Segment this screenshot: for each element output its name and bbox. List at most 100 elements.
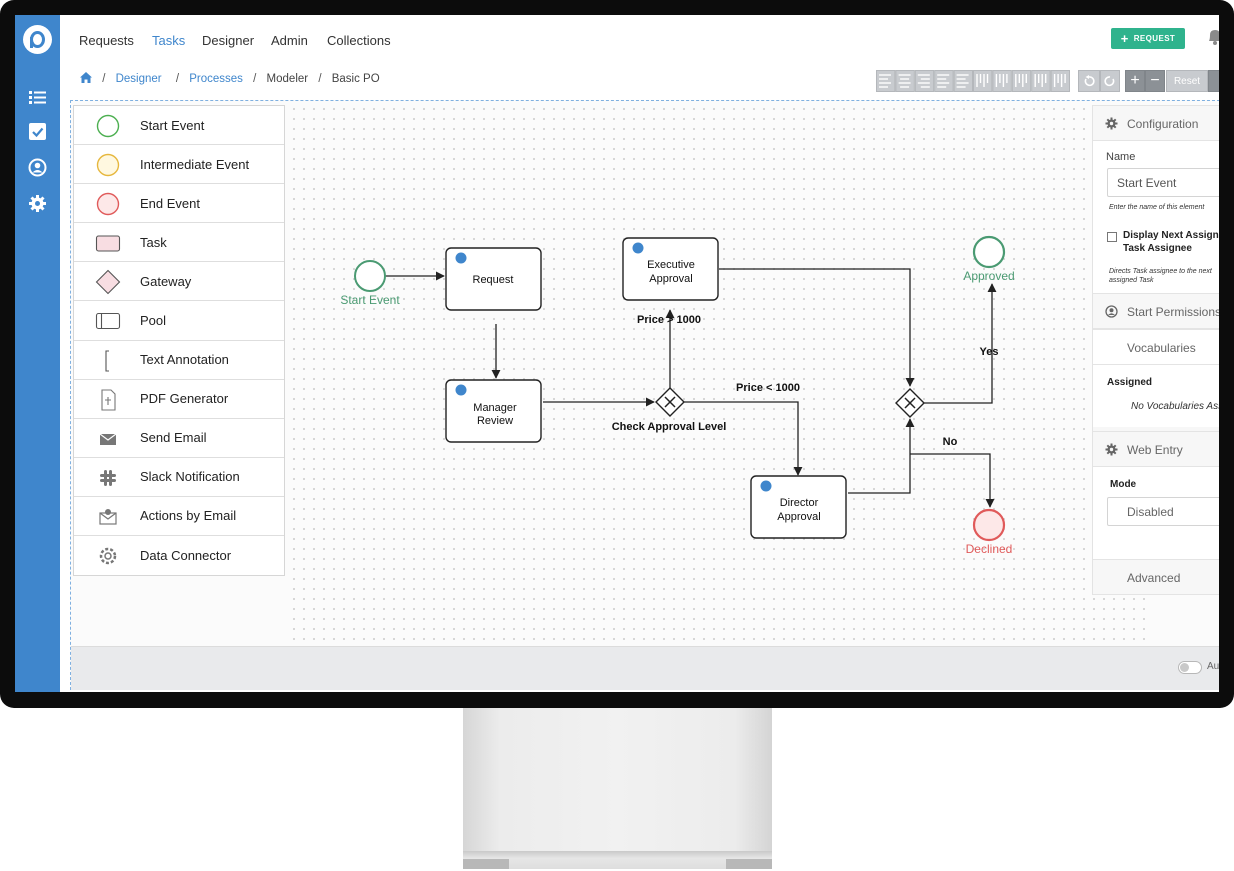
flow-gateway-to-director[interactable] xyxy=(684,401,803,476)
zoom-out-button[interactable]: − xyxy=(1145,70,1165,92)
gear-icon xyxy=(1105,443,1118,456)
gateway-x-icon xyxy=(664,396,676,408)
toolbar-overflow[interactable] xyxy=(1208,70,1219,92)
gateway-x-icon xyxy=(904,397,916,409)
executive-approval-task[interactable] xyxy=(622,237,719,301)
new-request-button[interactable]: + REQUEST xyxy=(1111,28,1185,49)
nav-designer[interactable]: Designer xyxy=(202,33,255,48)
email-action-icon xyxy=(99,508,117,525)
plus-icon: + xyxy=(1120,31,1129,46)
executive-label-1: Executive xyxy=(647,259,695,271)
palette-send-email[interactable]: Send Email xyxy=(74,419,284,458)
breadcrumb-designer[interactable]: Designer xyxy=(115,73,162,85)
align-button[interactable] xyxy=(934,70,954,92)
palette-actions-by-email[interactable]: Actions by Email xyxy=(74,497,284,537)
palette-end-event[interactable]: End Event xyxy=(74,184,284,224)
no-vocabularies-text: No Vocabularies Assigned xyxy=(1131,401,1219,412)
nav-requests[interactable]: Requests xyxy=(79,33,134,48)
palette-data-connector[interactable]: Data Connector xyxy=(74,536,284,575)
advanced-header[interactable]: Advanced xyxy=(1093,559,1219,595)
palette-intermediate-event[interactable]: Intermediate Event xyxy=(74,145,284,185)
flow-no-to-declined[interactable] xyxy=(910,453,995,508)
palette-start-event[interactable]: Start Event xyxy=(74,106,284,146)
web-entry-header[interactable]: Web Entry xyxy=(1093,431,1219,467)
nav-admin[interactable]: Admin xyxy=(271,33,308,48)
list-icon[interactable] xyxy=(27,87,48,108)
breadcrumb: / Designer / Processes / Modeler / Basic… xyxy=(80,72,380,85)
align-button[interactable] xyxy=(914,70,935,92)
zoom-in-button[interactable]: + xyxy=(1125,70,1145,92)
undo-icon xyxy=(1084,75,1095,87)
palette-pdf-generator[interactable]: PDF Generator xyxy=(74,380,284,419)
start-event-icon xyxy=(96,114,120,138)
side-rail xyxy=(15,15,60,692)
palette-slack-notification[interactable]: Slack Notification xyxy=(74,458,284,497)
align-button[interactable] xyxy=(973,70,993,92)
modeler-footer xyxy=(71,646,1219,690)
monitor-stand xyxy=(463,708,772,851)
assigned-label: Assigned xyxy=(1107,377,1153,388)
flow-director-to-join[interactable] xyxy=(848,418,915,494)
palette-task[interactable]: Task xyxy=(74,223,284,263)
palette-label: Intermediate Event xyxy=(140,156,250,172)
bell-icon[interactable] xyxy=(1207,27,1219,47)
palette-label: Actions by Email xyxy=(140,508,237,524)
palette-text-annotation[interactable]: Text Annotation xyxy=(74,341,284,380)
align-tools[interactable] xyxy=(876,70,1070,92)
palette-label: Data Connector xyxy=(140,548,232,564)
undo-button[interactable] xyxy=(1078,70,1100,92)
flow-label-gt-1000: Price > 1000 xyxy=(637,314,701,326)
task-check-icon[interactable] xyxy=(27,121,48,142)
display-assignee-label-2: Task Assignee xyxy=(1123,243,1192,254)
monitor-frame: Requests Tasks Designer Admin Collection… xyxy=(0,0,1234,708)
align-button[interactable] xyxy=(1011,70,1032,92)
declined-end-event[interactable] xyxy=(972,508,1006,542)
palette-label: PDF Generator xyxy=(140,391,229,407)
name-field[interactable]: Start Event xyxy=(1107,168,1219,197)
flow-label-no: No xyxy=(943,436,958,448)
intermediate-event-icon xyxy=(96,153,120,177)
gateway-label: Check Approval Level xyxy=(612,421,727,433)
align-button[interactable] xyxy=(953,70,973,92)
home-icon[interactable] xyxy=(80,72,92,83)
palette-pool[interactable]: Pool xyxy=(74,301,284,341)
flow-executive-to-join[interactable] xyxy=(719,268,915,387)
approved-end-event[interactable] xyxy=(972,235,1006,269)
gear-icon[interactable] xyxy=(27,193,48,214)
nav-tasks[interactable]: Tasks xyxy=(152,33,186,48)
palette-label: Start Event xyxy=(140,117,205,133)
director-approval-task[interactable] xyxy=(750,475,847,539)
processmaker-logo[interactable] xyxy=(23,25,52,54)
configuration-header[interactable]: Configuration xyxy=(1093,105,1219,141)
align-button[interactable] xyxy=(992,70,1012,92)
vocabularies-header[interactable]: Vocabularies xyxy=(1093,329,1219,365)
start-permissions-header[interactable]: Start Permissions xyxy=(1093,293,1219,329)
element-palette: Start Event Intermediate Event End Event… xyxy=(73,105,285,577)
user-circle-icon[interactable] xyxy=(27,157,48,178)
reset-zoom-button[interactable]: Reset xyxy=(1166,70,1208,92)
envelope-icon xyxy=(99,433,117,445)
autosave-toggle[interactable] xyxy=(1178,661,1202,674)
palette-label: Slack Notification xyxy=(140,469,240,485)
redo-button[interactable] xyxy=(1100,70,1120,92)
canvas-grid[interactable] xyxy=(289,104,1149,644)
display-assignee-checkbox[interactable] xyxy=(1107,232,1117,242)
align-button[interactable] xyxy=(1050,70,1070,92)
align-button[interactable] xyxy=(876,70,896,92)
nav-collections[interactable]: Collections xyxy=(327,33,391,48)
request-task[interactable] xyxy=(445,247,542,311)
align-button[interactable] xyxy=(895,70,915,92)
align-button[interactable] xyxy=(1031,70,1051,92)
breadcrumb-processes[interactable]: Processes xyxy=(189,73,243,85)
palette-label: Gateway xyxy=(140,273,192,289)
user-task-icon xyxy=(455,252,467,264)
start-event-node[interactable] xyxy=(354,260,386,292)
manager-review-task[interactable] xyxy=(445,379,542,443)
breadcrumb-modeler: Modeler xyxy=(266,73,309,85)
configuration-panel: Configuration Name Start Event Enter the… xyxy=(1092,105,1219,595)
palette-gateway[interactable]: Gateway xyxy=(74,262,284,302)
mode-select[interactable]: Disabled xyxy=(1107,497,1219,526)
approved-label: Approved xyxy=(963,269,1014,283)
flow-yes-to-approved[interactable] xyxy=(924,283,997,404)
start-event-label: Start Event xyxy=(340,293,400,307)
